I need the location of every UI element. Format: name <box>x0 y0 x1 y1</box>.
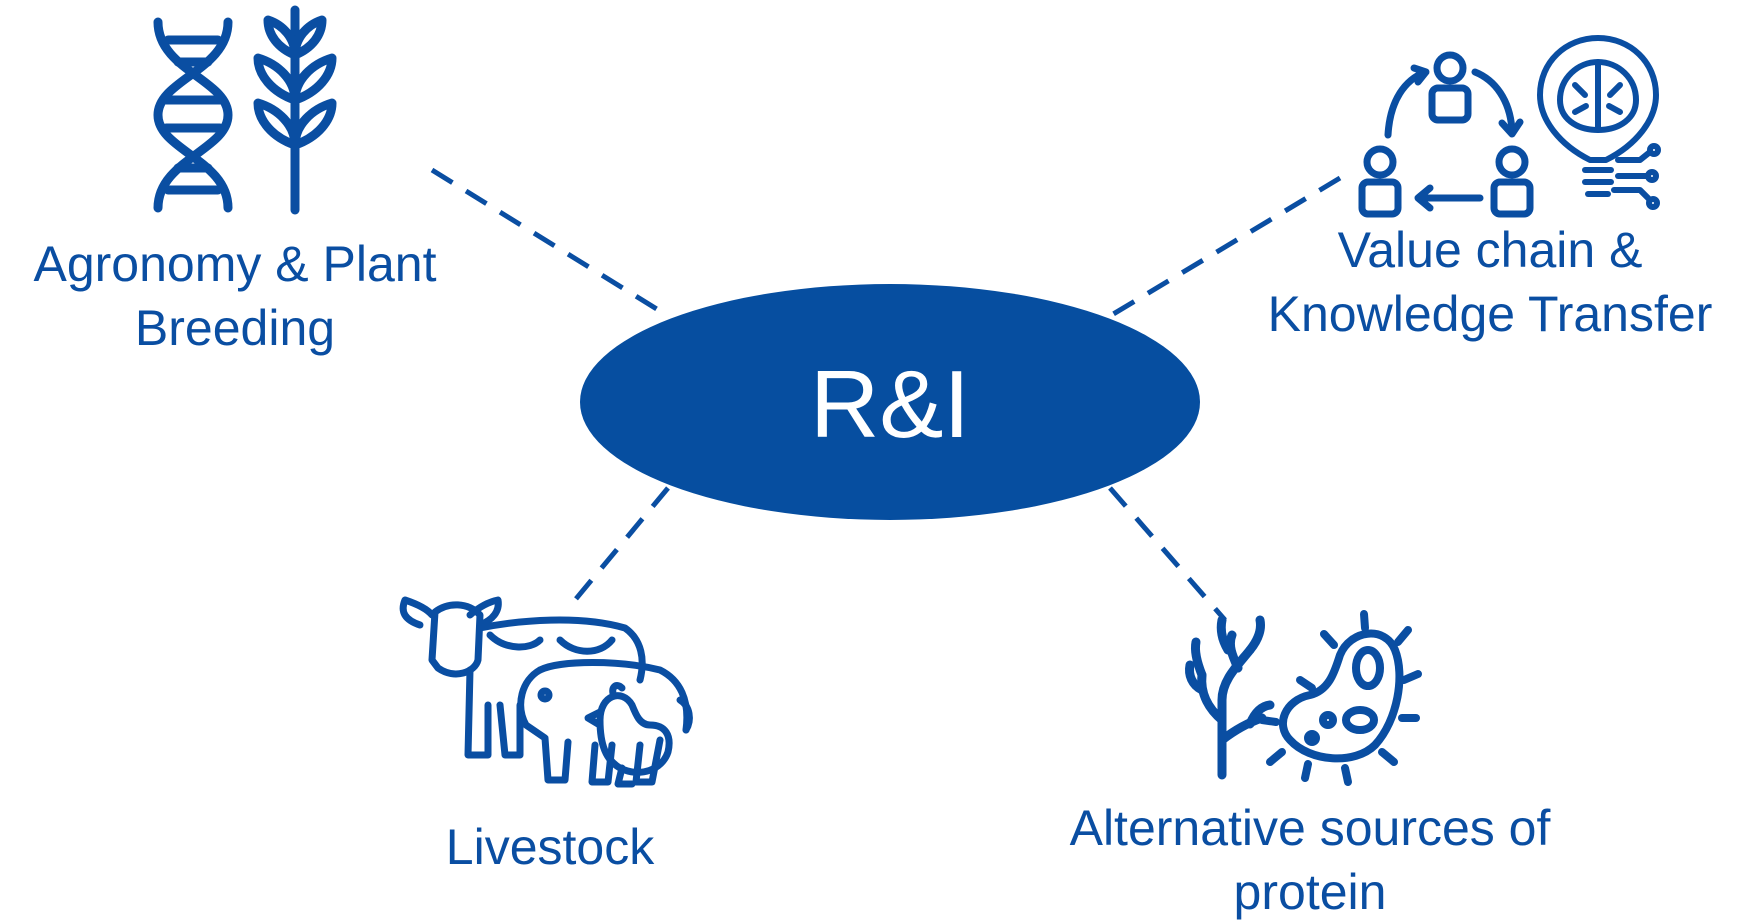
seaweed-icon <box>1185 615 1275 780</box>
connector-protein <box>1108 486 1227 622</box>
label-value-chain-line-2: Knowledge Transfer <box>1267 286 1713 342</box>
wheat-icon <box>253 5 337 215</box>
label-value-chain-line-1: Value chain & <box>1337 222 1643 278</box>
microbe-icon <box>1258 610 1422 786</box>
label-livestock-line-1: Livestock <box>445 819 655 875</box>
label-protein: Alternative sources of protein <box>1050 796 1570 924</box>
label-protein-line-1: Alternative sources of <box>1069 800 1551 856</box>
label-agronomy: Agronomy & Plant Breeding <box>10 232 460 360</box>
people-cycle-icon <box>1358 51 1534 218</box>
connector-livestock <box>573 486 670 602</box>
connector-value-chain <box>1108 175 1342 319</box>
connector-agronomy <box>430 167 670 319</box>
center-ellipse <box>580 284 1200 520</box>
label-protein-line-2: protein <box>1233 864 1387 920</box>
cow-pig-chicken-icon <box>399 596 693 788</box>
label-agronomy-line-1: Agronomy & Plant <box>33 236 437 292</box>
dna-icon <box>153 17 233 213</box>
label-livestock: Livestock <box>400 815 700 879</box>
label-value-chain: Value chain & Knowledge Transfer <box>1250 218 1730 346</box>
label-agronomy-line-2: Breeding <box>134 300 336 356</box>
center-label: R&I <box>809 351 971 458</box>
brain-lightbulb-icon <box>1537 35 1661 210</box>
